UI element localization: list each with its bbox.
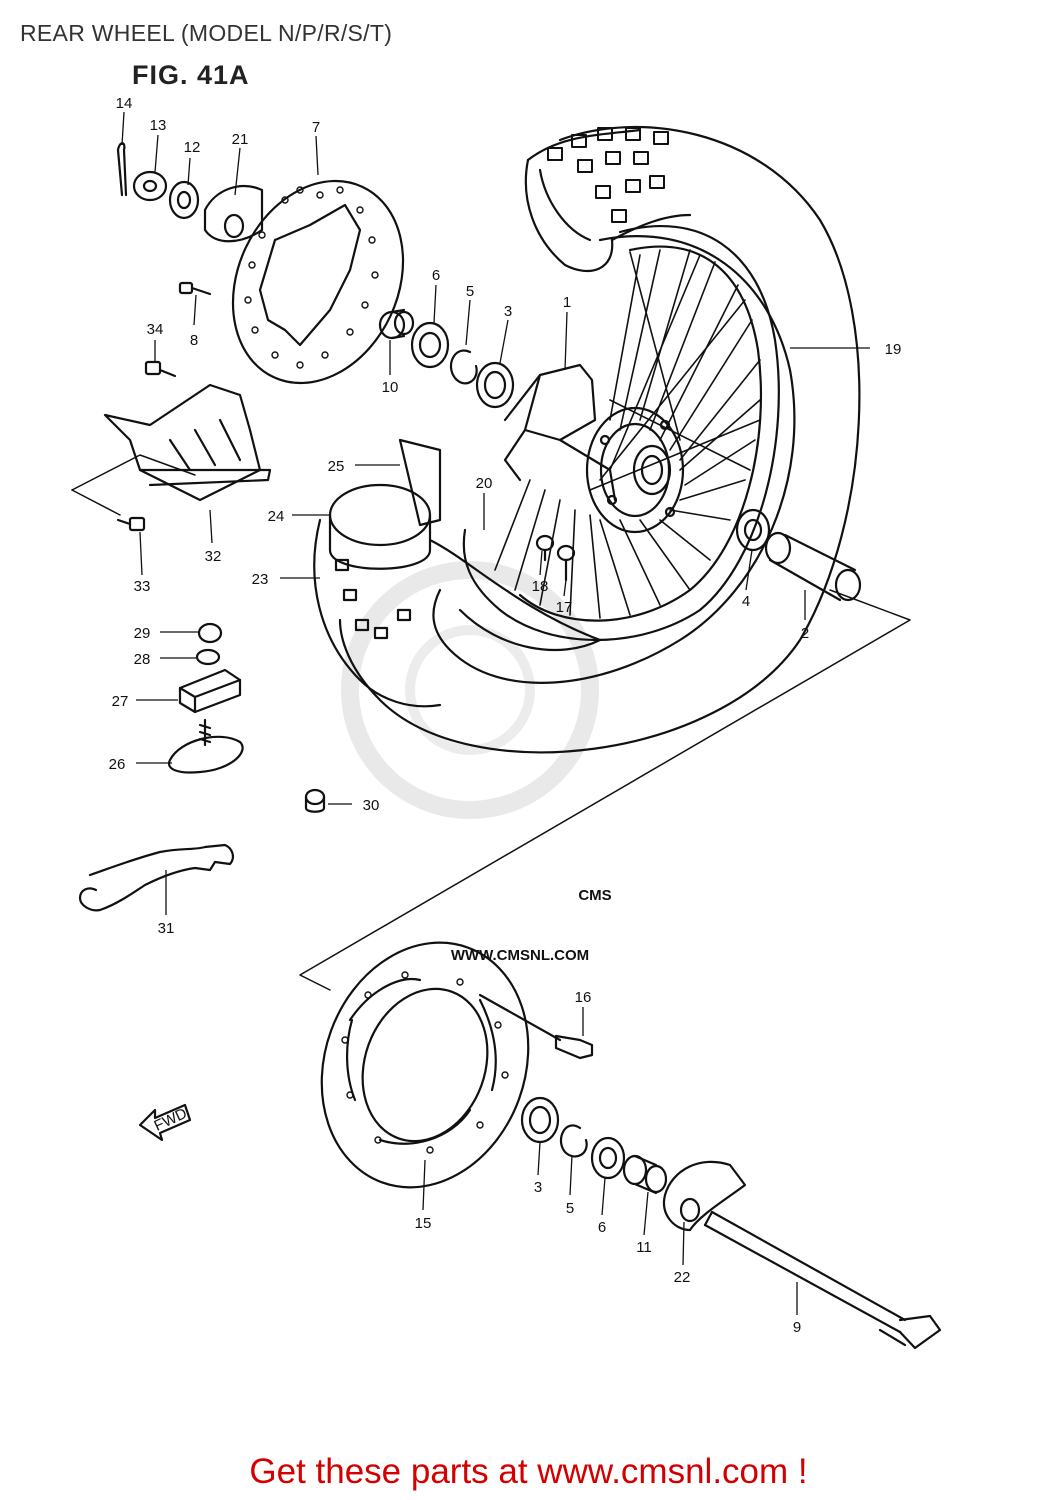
- sprocket-bolt: [478, 993, 594, 1060]
- callout-32: 32: [205, 548, 222, 565]
- guard-screw-top: [144, 360, 177, 378]
- callout-26: 26: [109, 756, 126, 773]
- callout-22: 22: [674, 1269, 691, 1286]
- fwd-arrow-label: FWD: [152, 1105, 190, 1135]
- callout-12: 12: [184, 139, 201, 156]
- callout-19: 19: [885, 341, 902, 358]
- callout-25: 25: [328, 458, 345, 475]
- hub-spacer: [764, 531, 862, 602]
- chain-adjuster-lower: [662, 1160, 747, 1232]
- callout-9: 9: [793, 1319, 801, 1336]
- page-title: REAR WHEEL (MODEL N/P/R/S/T): [20, 20, 393, 46]
- leader-lines: [121, 111, 870, 1315]
- axle-spacer: [622, 1154, 668, 1195]
- spacer: [378, 308, 415, 340]
- callout-labels: 1 2 3 4 5 6 7 8 9 10 11 12 13 14 15 16 1…: [109, 95, 902, 1336]
- cmsnl-parts-link[interactable]: Get these parts at www.cmsnl.com !: [249, 1452, 808, 1491]
- brake-disc: [231, 179, 405, 385]
- callout-6-lower: 6: [598, 1219, 606, 1236]
- callout-14: 14: [116, 95, 133, 112]
- callout-2: 2: [801, 625, 809, 642]
- watermark-brand: CMS: [578, 887, 611, 904]
- callout-34: 34: [147, 321, 164, 338]
- rim-and-spokes: [462, 224, 780, 642]
- chain-adjuster: [203, 185, 264, 243]
- callout-5-lower: 5: [566, 1200, 574, 1217]
- valve-cap: [304, 788, 326, 813]
- callout-3: 3: [504, 303, 512, 320]
- circlip-lower: [559, 1124, 588, 1158]
- callout-13: 13: [150, 117, 167, 134]
- oil-seal-lower: [590, 1136, 626, 1180]
- valve-nut: [197, 622, 223, 644]
- tire: [338, 125, 861, 754]
- tire-section: [313, 518, 442, 708]
- callout-27: 27: [112, 693, 129, 710]
- callout-20: 20: [476, 475, 493, 492]
- bearing-right: [735, 508, 771, 552]
- circlip: [449, 349, 478, 385]
- bearing-lower: [520, 1096, 560, 1144]
- callout-8: 8: [190, 332, 198, 349]
- callout-11: 11: [636, 1239, 652, 1256]
- rim-band: [398, 438, 442, 527]
- callout-3-lower: 3: [534, 1179, 542, 1196]
- disc-bolt: [178, 281, 212, 296]
- callout-29: 29: [134, 625, 151, 642]
- rim-lock: [178, 668, 242, 714]
- spoke: [556, 544, 576, 582]
- reference-lines: [71, 454, 911, 991]
- fwd-arrow: [138, 1103, 192, 1142]
- callout-1: 1: [563, 294, 571, 311]
- callout-21: 21: [232, 131, 249, 148]
- callout-30: 30: [363, 797, 380, 814]
- callout-10: 10: [382, 379, 399, 396]
- cotter-pin: [116, 142, 128, 197]
- watermark-url: WWW.CMSNL.COM: [451, 947, 589, 964]
- rim-lock-base: [167, 718, 244, 774]
- callout-24: 24: [268, 508, 285, 525]
- washer: [168, 180, 200, 220]
- callout-4: 4: [742, 593, 750, 610]
- oil-seal: [410, 321, 450, 369]
- callout-17: 17: [556, 599, 573, 616]
- spoke-wrench: [78, 843, 234, 912]
- callout-23: 23: [252, 571, 269, 588]
- callout-33: 33: [134, 578, 151, 595]
- bearing: [475, 361, 515, 409]
- callout-6: 6: [432, 267, 440, 284]
- guard-screw-bottom: [116, 516, 146, 532]
- figure-label: FIG. 41A: [132, 60, 250, 90]
- callout-5: 5: [466, 283, 474, 300]
- callout-15: 15: [415, 1215, 432, 1232]
- callout-7: 7: [312, 119, 320, 136]
- hub: [503, 363, 685, 534]
- axle: [703, 1210, 942, 1350]
- valve-washer: [195, 648, 221, 666]
- chain-guard: [103, 383, 272, 502]
- castle-nut: [132, 170, 168, 202]
- watermark: CMS WWW.CMSNL.COM: [341, 561, 612, 964]
- spoke-nipple: [535, 534, 555, 562]
- rear-sprocket: [320, 941, 530, 1189]
- callout-18: 18: [532, 578, 549, 595]
- callout-16: 16: [575, 989, 592, 1006]
- callout-31: 31: [158, 920, 175, 937]
- callout-28: 28: [134, 651, 151, 668]
